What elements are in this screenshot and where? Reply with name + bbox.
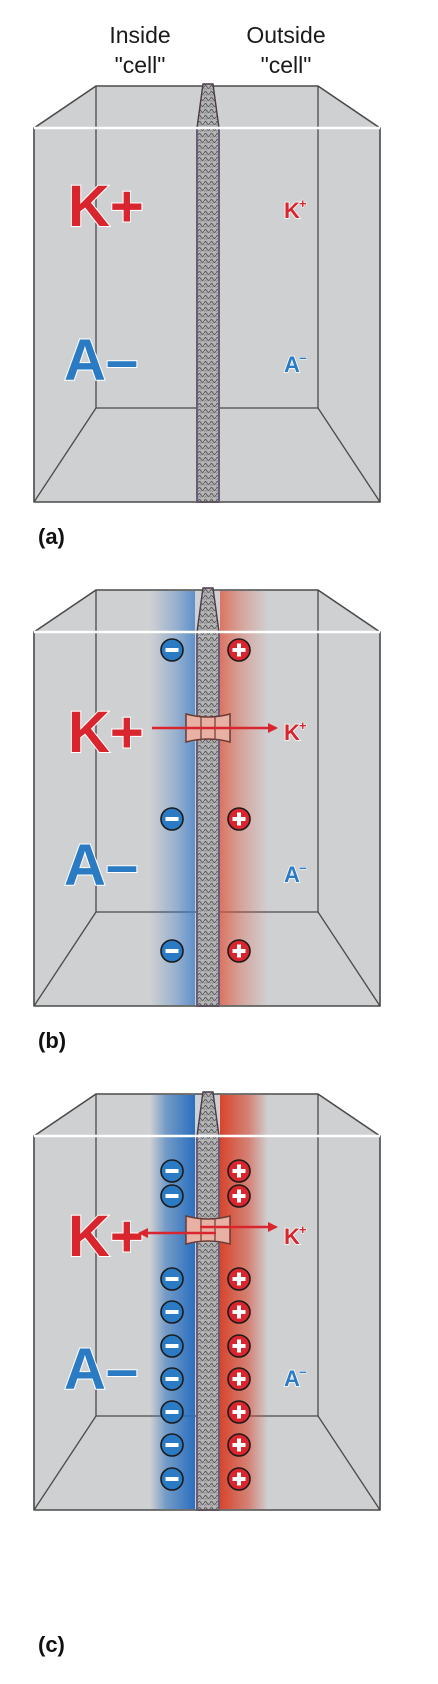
potassium-label-outside: K	[284, 720, 300, 745]
potassium-label-outside: K	[284, 198, 300, 223]
positive-charge-icon	[227, 1184, 251, 1208]
panel-b-label: (b)	[38, 1028, 67, 1053]
anion-label-outside: A	[284, 1366, 300, 1391]
panel-a: K+ A– K+ A–	[33, 83, 381, 503]
panel-b: K+ A– K+ A–	[33, 587, 381, 1007]
floor-edge-right	[317, 1415, 381, 1511]
anion-label-inside: A–	[64, 1337, 138, 1402]
negative-charge-icon	[160, 1467, 184, 1491]
negative-charge-icon	[160, 1300, 184, 1324]
potassium-label-outside: K	[284, 1224, 300, 1249]
floor-edge-left	[33, 1415, 97, 1511]
negative-charge-icon	[160, 807, 184, 831]
positive-charge-icon	[227, 1467, 251, 1491]
floor-edge-left	[33, 407, 97, 503]
floor-edge-left	[33, 911, 97, 1007]
outside-header-line2: "cell"	[260, 52, 312, 78]
panel-a-label: (a)	[38, 524, 65, 549]
positive-charge-icon	[227, 1367, 251, 1391]
membrane	[196, 587, 220, 1007]
outside-cell-header: Outside "cell"	[226, 20, 346, 80]
anion-label-inside: A–	[64, 833, 138, 898]
negative-charge-icon	[160, 1400, 184, 1424]
negative-charge-icon	[160, 1267, 184, 1291]
anion-charge-sup: –	[299, 349, 307, 365]
ion-channel-icon	[185, 1215, 231, 1245]
negative-charge-icon	[160, 1433, 184, 1457]
membrane	[196, 83, 220, 503]
floor-edge-right	[317, 911, 381, 1007]
panel-c-label: (c)	[38, 1632, 65, 1657]
positive-charge-icon	[227, 1159, 251, 1183]
negative-charge-icon	[160, 1367, 184, 1391]
anion-charge-sup: –	[299, 859, 307, 875]
positive-charge-icon	[227, 638, 251, 662]
potassium-charge-sup: +	[299, 718, 307, 733]
potassium-charge-sup: +	[299, 1222, 307, 1237]
panel-c: K+ A– K+ A–	[33, 1091, 381, 1511]
potassium-charge-sup: +	[299, 196, 307, 211]
positive-charge-icon	[227, 1400, 251, 1424]
anion-charge-sup: –	[299, 1363, 307, 1379]
positive-charge-icon	[227, 1433, 251, 1457]
anion-label-outside: A	[284, 352, 300, 377]
negative-charge-icon	[160, 1184, 184, 1208]
positive-charge-icon	[227, 1334, 251, 1358]
anion-label-inside: A–	[64, 328, 138, 393]
potassium-label-inside: K+	[68, 174, 144, 239]
inside-cell-header: Inside "cell"	[80, 20, 200, 80]
potassium-label-inside: K+	[68, 700, 144, 765]
floor-edge-right	[317, 407, 381, 503]
negative-charge-icon	[160, 1334, 184, 1358]
negative-charge-icon	[160, 1159, 184, 1183]
anion-label-outside: A	[284, 862, 300, 887]
positive-charge-icon	[227, 939, 251, 963]
membrane	[196, 1091, 220, 1511]
outside-header-line1: Outside	[246, 22, 326, 48]
inside-header-line2: "cell"	[114, 52, 166, 78]
inside-header-line1: Inside	[109, 22, 171, 48]
negative-charge-icon	[160, 638, 184, 662]
potassium-label-inside: K+	[68, 1204, 144, 1269]
positive-charge-icon	[227, 1267, 251, 1291]
positive-charge-icon	[227, 807, 251, 831]
positive-charge-icon	[227, 1300, 251, 1324]
negative-charge-icon	[160, 939, 184, 963]
